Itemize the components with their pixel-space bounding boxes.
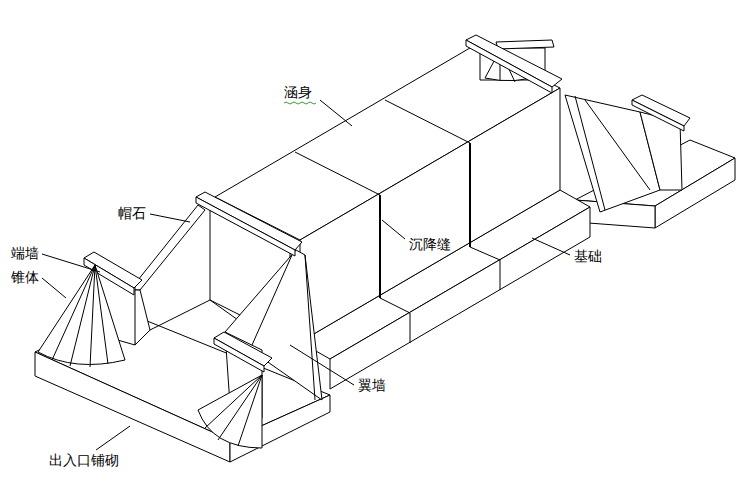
part-label: 翼墙 [357, 377, 387, 393]
part-label: 基础 [573, 248, 603, 264]
part-label: 出入口铺砌 [48, 452, 120, 468]
part-label: 涵身 [283, 84, 313, 100]
spell-underline [284, 102, 316, 104]
part-label: 端墙 [10, 245, 40, 261]
leader-lines [42, 100, 570, 450]
part-label: 沉降缝 [408, 236, 452, 252]
part-label: 帽石 [117, 205, 147, 221]
part-label: 锥体 [10, 269, 40, 285]
